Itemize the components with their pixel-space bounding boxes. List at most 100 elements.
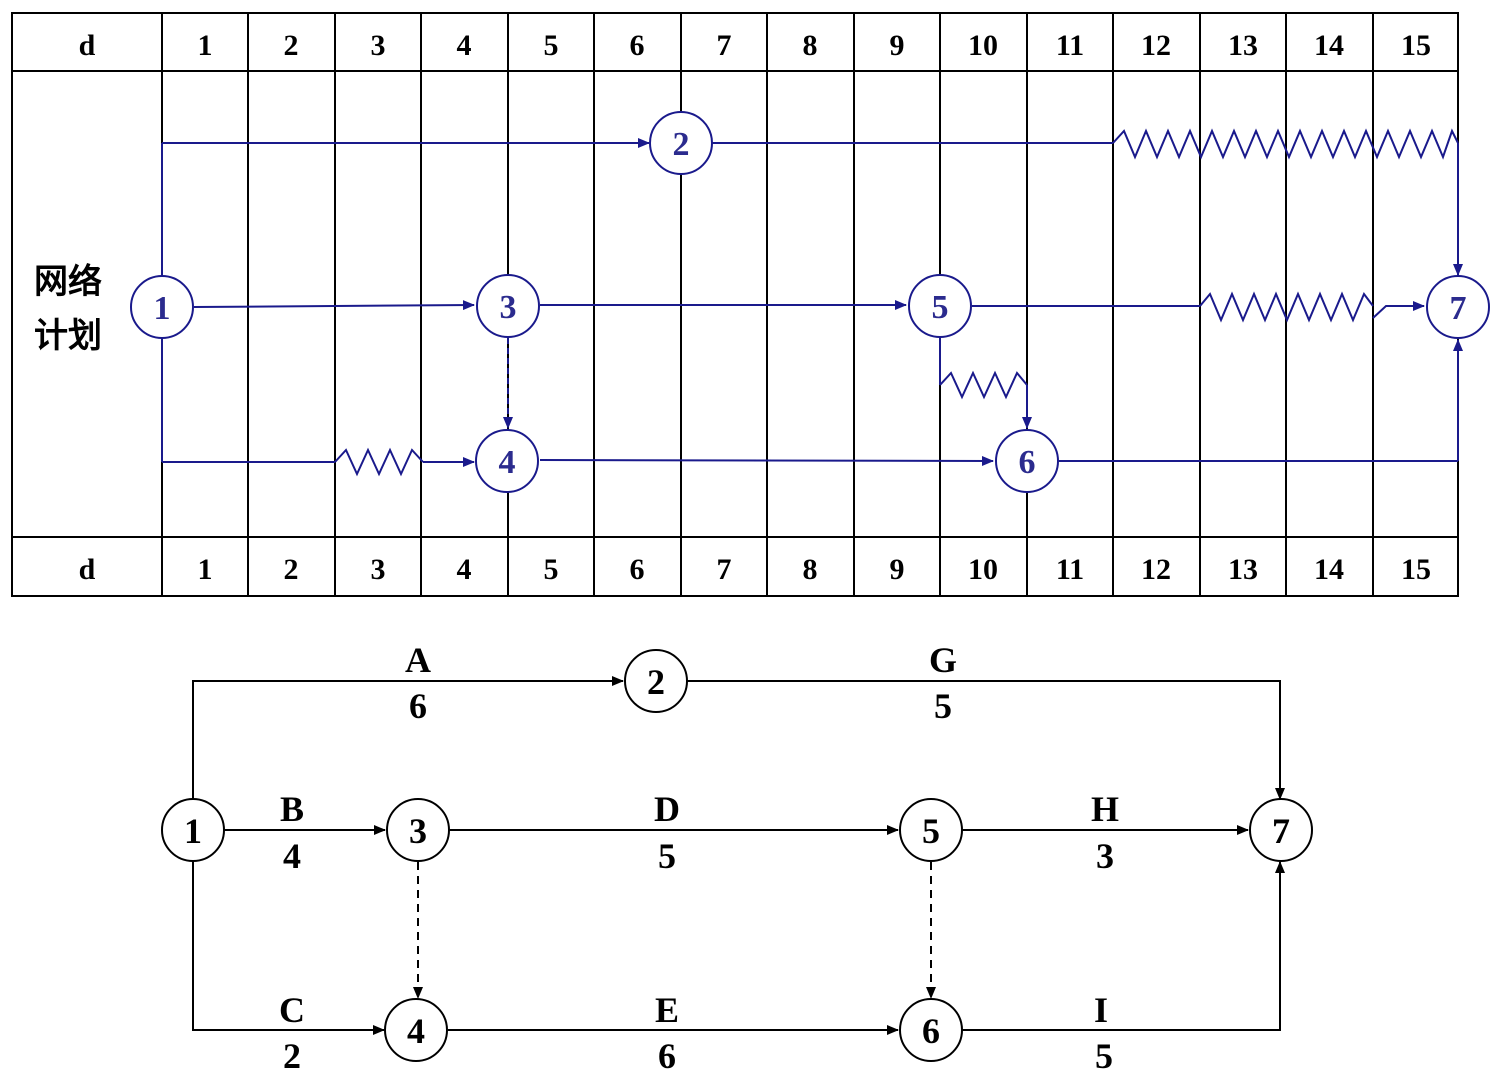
node-label: 3 [409,811,427,851]
node-circle [130,275,194,339]
header-day: 10 [968,29,998,62]
node-circle [1249,798,1313,862]
node-circle [1426,275,1490,339]
activity-duration: 4 [283,836,301,876]
ts-node-4: 4 [475,429,539,493]
node-label: 5 [932,289,949,326]
node-label: 6 [1019,444,1036,481]
activity-name: A [405,640,431,680]
footer-day: 2 [284,553,299,586]
node-circle [908,274,972,338]
side-label-line1: 网络 [34,262,102,302]
activity-duration: 5 [658,836,676,876]
header-day: 7 [717,29,732,62]
activity-name: E [655,990,679,1030]
net-node-2: 2 [624,649,688,713]
footer-day: 7 [717,553,732,586]
footer-day: 13 [1228,553,1258,586]
footer-day: 1 [198,553,213,586]
header-day-label: d [79,29,96,62]
node-label: 7 [1450,290,1467,327]
arrow-g [687,680,1285,800]
activity-name: C [279,990,305,1030]
ts-node-3: 3 [476,274,540,338]
footer-day-label: d [79,553,96,586]
footer-day: 9 [890,553,905,586]
activity-h-arrow [1372,301,1425,319]
node-label: 3 [500,289,517,326]
node-circle [899,798,963,862]
activity-name: G [929,640,957,680]
node-label: 4 [407,1011,425,1051]
header-row: d 1 2 3 4 5 6 7 8 9 10 11 12 13 14 15 [79,29,1431,62]
footer-day: 5 [544,553,559,586]
footer-day: 15 [1401,553,1431,586]
activity-name: I [1094,990,1108,1030]
ts-node-7: 7 [1426,275,1490,339]
net-node-1: 1 [161,798,225,862]
network-diagram: A 6 G 5 B 4 D 5 H 3 C 2 E 6 I 5 1 2 3 4 [161,640,1313,1076]
node-label: 4 [499,444,516,481]
footer-day: 6 [630,553,645,586]
node-label: 1 [154,290,171,327]
header-day: 1 [198,29,213,62]
header-day: 6 [630,29,645,62]
node-circle [899,998,963,1062]
net-node-5: 5 [899,798,963,862]
node-circle [475,429,539,493]
node-label: 6 [922,1011,940,1051]
node-circle [476,274,540,338]
activity-c-float-wave [334,447,424,477]
footer-day: 14 [1314,553,1344,586]
ts-node-5: 5 [908,274,972,338]
activity-h-float-wave [1199,291,1374,323]
node-circle [161,798,225,862]
header-day: 12 [1141,29,1171,62]
net-node-6: 6 [899,998,963,1062]
net-node-7: 7 [1249,798,1313,862]
header-day: 14 [1314,29,1344,62]
node-circle [624,649,688,713]
arrow-a [192,676,624,800]
activity-duration: 5 [934,686,952,726]
node-label: 1 [184,811,202,851]
activity-duration: 6 [409,686,427,726]
activity-name: B [280,789,304,829]
activity-name: H [1091,789,1119,829]
activity-duration: 2 [283,1036,301,1076]
dummy-5-6-float-wave [939,370,1028,400]
timescaled-network: 1 2 3 4 5 6 7 [130,111,1490,493]
ts-node-1: 1 [130,275,194,339]
activity-duration: 3 [1096,836,1114,876]
node-circle [386,798,450,862]
ts-node-2: 2 [649,111,713,175]
header-day: 5 [544,29,559,62]
header-day: 3 [371,29,386,62]
footer-day: 8 [803,553,818,586]
header-day: 9 [890,29,905,62]
arrow-c [192,861,385,1035]
node-circle [384,998,448,1062]
node-label: 2 [647,662,665,702]
arrow-i [962,861,1285,1031]
footer-row: d 1 2 3 4 5 6 7 8 9 10 11 12 13 14 15 [79,553,1431,586]
activity-b-line [193,300,475,311]
header-day: 13 [1228,29,1258,62]
node-label: 5 [922,811,940,851]
net-node-4: 4 [384,998,448,1062]
footer-day: 11 [1056,553,1084,586]
header-day: 15 [1401,29,1431,62]
footer-day: 3 [371,553,386,586]
footer-day: 4 [457,553,472,586]
ts-node-6: 6 [995,429,1059,493]
activity-duration: 6 [658,1036,676,1076]
node-circle [649,111,713,175]
header-day: 11 [1056,29,1084,62]
node-label: 7 [1272,811,1290,851]
header-day: 2 [284,29,299,62]
node-circle [995,429,1059,493]
activity-g-float-wave [1112,128,1459,160]
header-day: 8 [803,29,818,62]
footer-day: 10 [968,553,998,586]
